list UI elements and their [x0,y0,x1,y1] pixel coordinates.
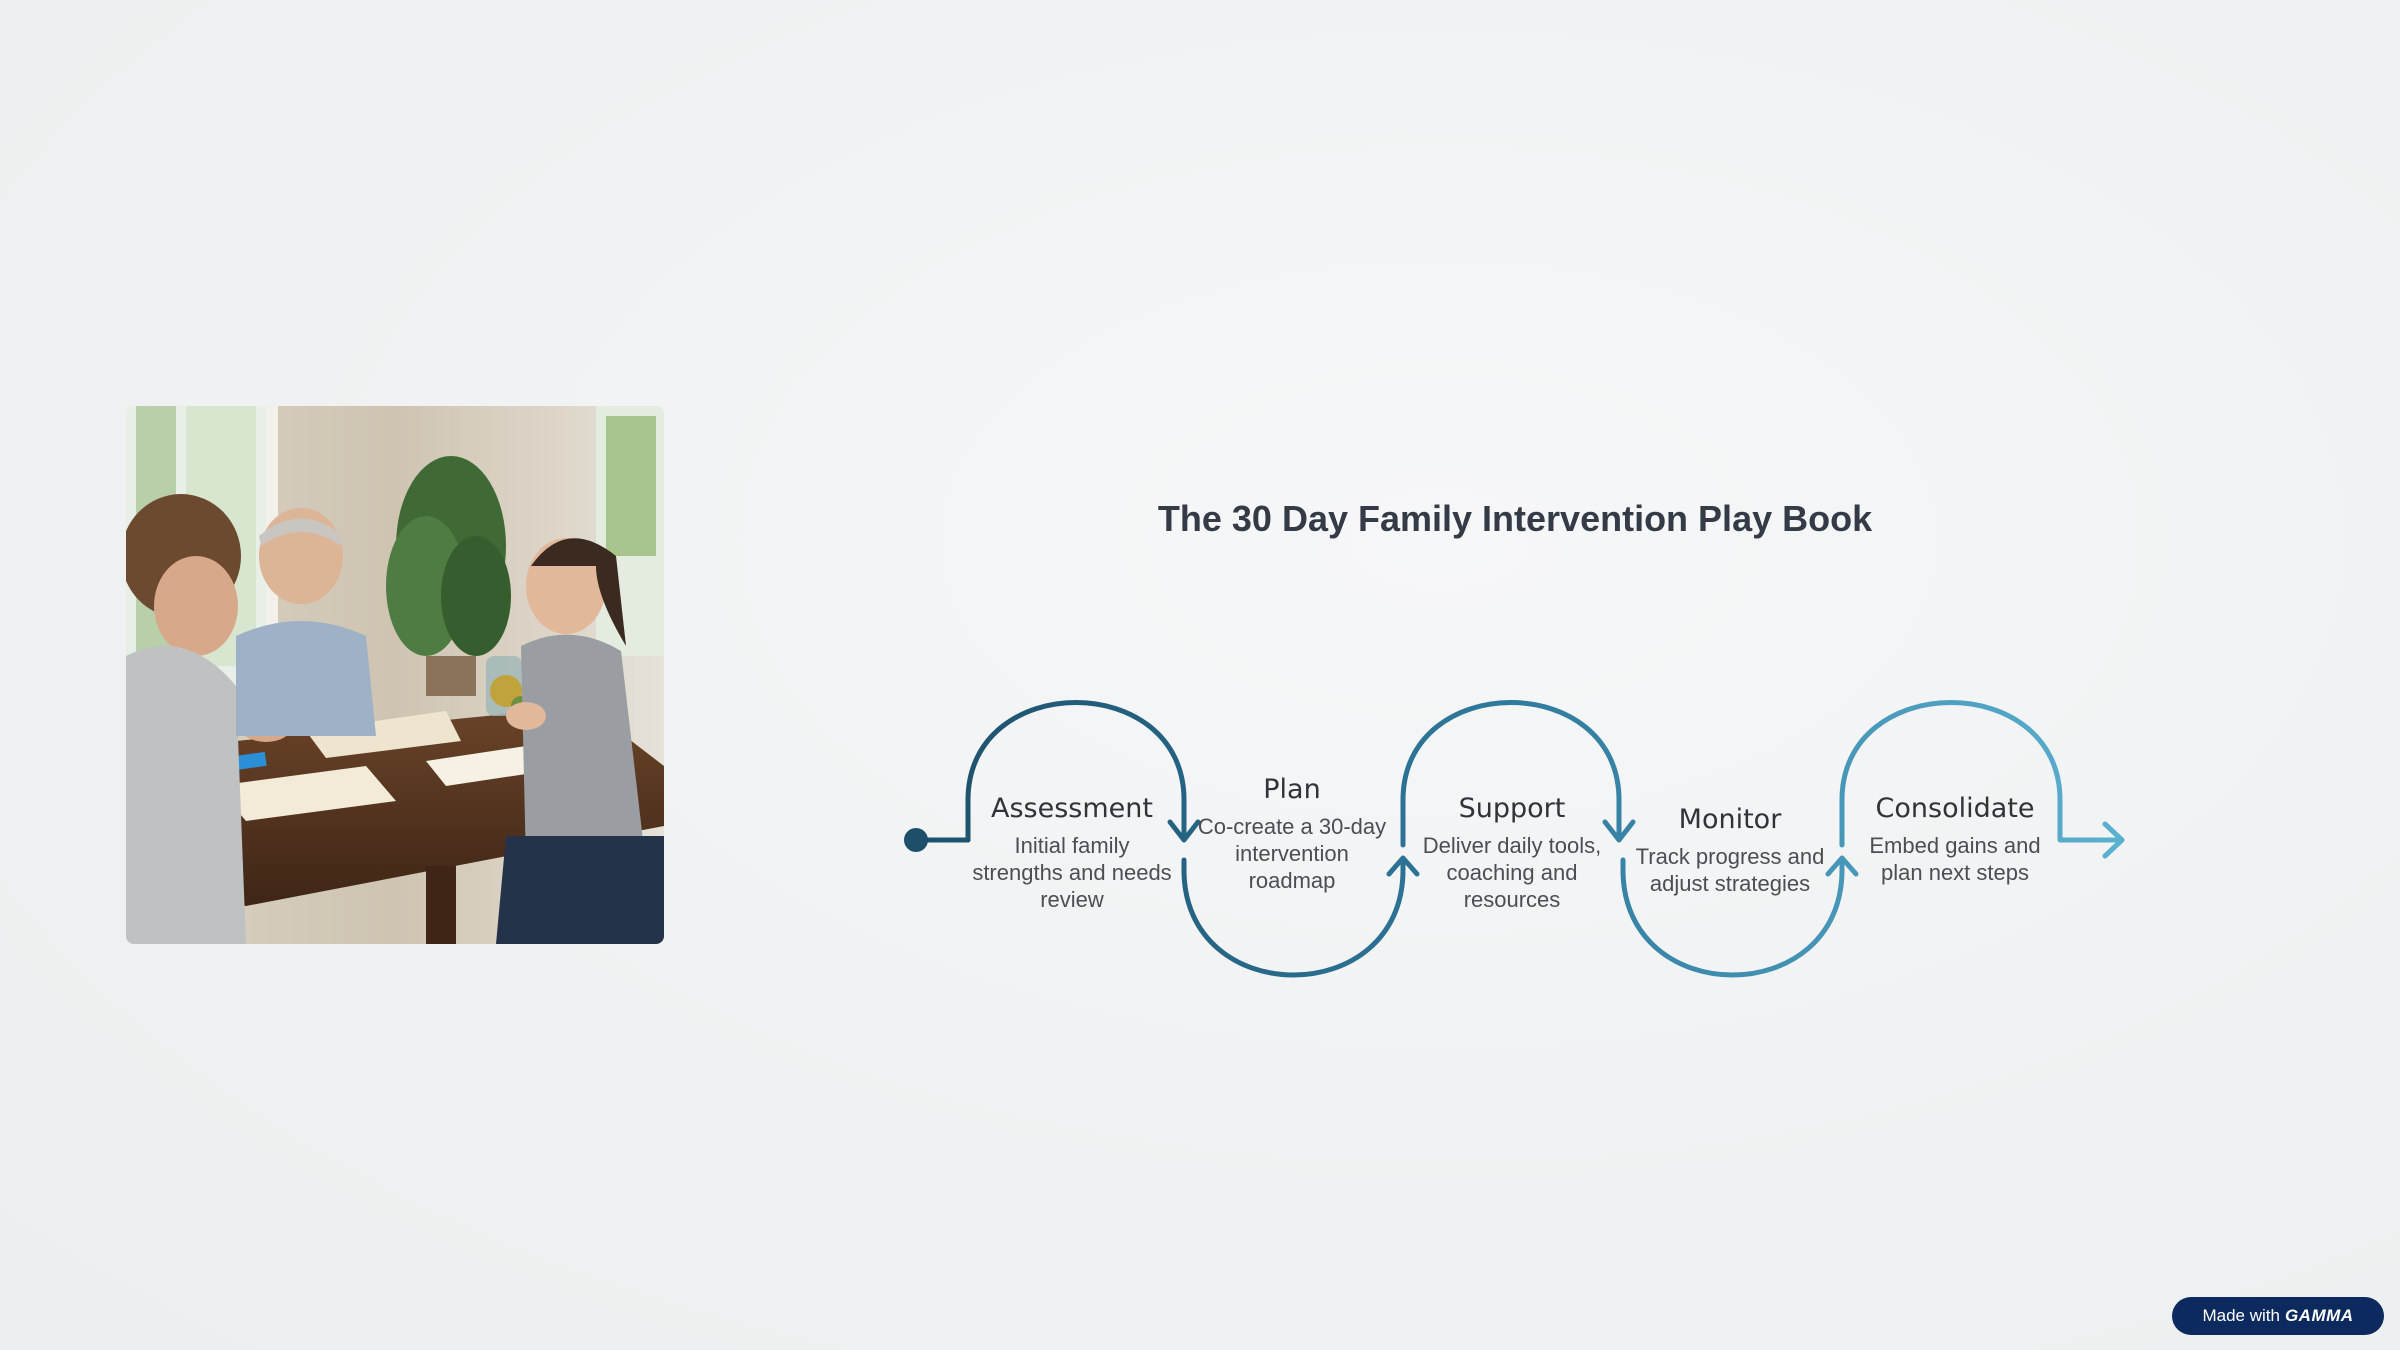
flow-arch-assessment [965,700,1187,843]
step-assessment: Assessment Initial family strengths and … [972,793,1172,913]
flow-arch-monitor [1620,857,1845,978]
arrow-down-3-icon [1602,819,1636,843]
flow-start-dot [904,828,928,852]
step-heading: Assessment [991,793,1153,824]
arrow-up-2-icon [1386,855,1420,877]
step-description: Co-create a 30-day intervention roadmap [1197,814,1387,893]
step-support: Support Deliver daily tools, coaching an… [1412,793,1612,913]
flow-arch-consolidate [1839,700,2125,848]
step-heading: Monitor [1678,804,1782,835]
badge-prefix: Made with [2202,1306,2280,1325]
made-with-gamma-badge[interactable]: Made with GAMMA [2172,1297,2384,1335]
step-description: Track progress and adjust strategies [1635,844,1825,896]
step-description: Embed gains and plan next steps [1869,833,2041,885]
gamma-logo: GAMMA [2284,1306,2354,1325]
arrow-down-1-icon [1167,819,1201,843]
arrow-up-4-icon [1825,855,1859,877]
step-monitor: Monitor Track progress and adjust strate… [1630,804,1830,897]
flow-arch-plan [1181,857,1406,978]
step-description: Deliver daily tools, coaching and resour… [1422,833,1602,912]
step-heading: Consolidate [1875,793,2035,824]
step-description: Initial family strengths and needs revie… [972,833,1172,912]
flow-arch-support [1400,700,1622,848]
step-heading: Support [1458,793,1566,824]
step-consolidate: Consolidate Embed gains and plan next st… [1855,793,2055,886]
page-title: The 30 Day Family Intervention Play Book [1157,498,1873,539]
family-meeting-photo [126,406,664,944]
step-heading: Plan [1263,774,1321,805]
step-plan: Plan Co-create a 30-day intervention roa… [1192,774,1392,894]
arrow-right-end-icon [2102,821,2125,859]
